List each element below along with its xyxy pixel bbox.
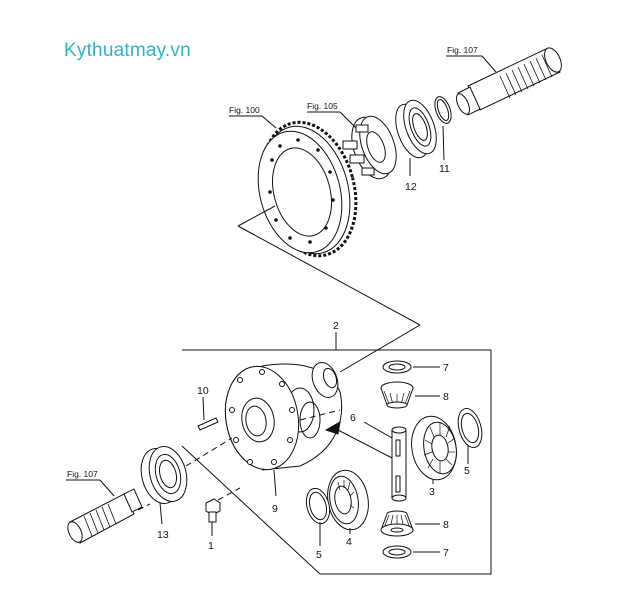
watermark: Kythuatmay.vn: [64, 40, 191, 61]
thrust-washer-7-top: [382, 360, 440, 374]
guide-line: [237, 225, 421, 326]
bearing-12: [395, 99, 437, 176]
circlip-11: [434, 96, 452, 161]
fig-leader: [481, 55, 497, 73]
callout-12: 12: [405, 181, 417, 193]
side-gear-3: [411, 415, 457, 484]
callout-4: 4: [346, 536, 352, 548]
thrust-washer-5-right: [457, 407, 483, 464]
side-gear-4: [327, 469, 369, 534]
pin-10: [197, 396, 219, 431]
callout-6: 6: [350, 412, 356, 424]
fig-ref-output-shaft-left: Fig. 107: [67, 469, 98, 479]
guide-line: [337, 429, 393, 459]
callout-8-top: 8: [443, 391, 449, 403]
fig-ref-output-shaft-top: Fig. 107: [447, 45, 478, 55]
callout-5-left: 5: [316, 549, 322, 561]
thrust-washer-5-left: [305, 487, 331, 546]
pinion-gear-8-bottom: [380, 510, 440, 537]
thrust-washer-7-bottom: [382, 545, 440, 559]
differential-case-9: [224, 362, 343, 497]
callout-13: 13: [157, 529, 169, 541]
callout-1: 1: [208, 540, 214, 552]
callout-7-bottom: 7: [443, 547, 449, 559]
ring-gear-fig100: [257, 120, 358, 258]
guide-line: [339, 324, 421, 373]
guide-line: [237, 205, 276, 227]
callout-8-bottom: 8: [443, 519, 449, 531]
pinion-gear-8-top: [380, 381, 440, 409]
bolt-1: [205, 498, 221, 536]
arrow: [324, 421, 341, 435]
fig-ref-carrier-plate: Fig. 105: [307, 101, 338, 111]
callout-11: 11: [439, 163, 450, 175]
callout-9: 9: [272, 503, 278, 515]
fig-leader: [99, 479, 115, 497]
output-shaft-left: [67, 488, 143, 544]
callout-7-top: 7: [443, 362, 449, 374]
callout-3: 3: [429, 486, 435, 498]
fig-ref-ring-gear: Fig. 100: [229, 105, 260, 115]
alignment-lines: [137, 409, 341, 511]
output-shaft-top: [456, 47, 562, 116]
callout-2: 2: [333, 320, 339, 332]
pinion-shaft-6: [363, 421, 407, 502]
bearing-13: [140, 446, 188, 525]
fig-leader: [261, 115, 277, 129]
assembly-frame: [181, 349, 492, 575]
carrier-plate-fig105: [342, 115, 397, 180]
callout-10: 10: [197, 385, 209, 397]
fig-leader: [339, 111, 357, 129]
callout-5-right: 5: [464, 465, 470, 477]
